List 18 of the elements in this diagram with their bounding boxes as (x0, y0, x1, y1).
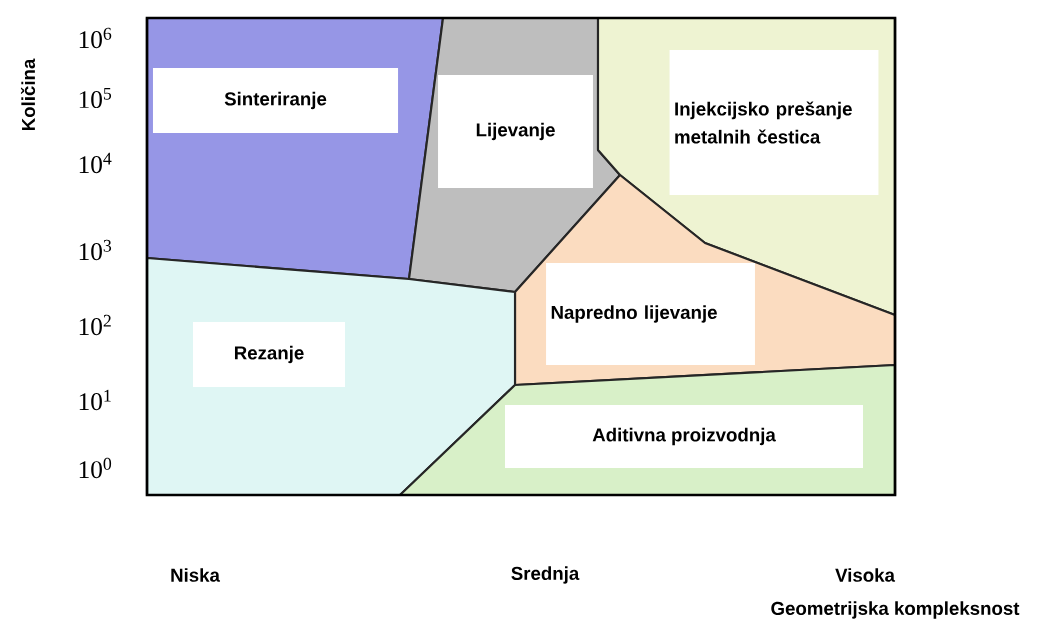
category-label: Niska (171, 568, 220, 582)
region-label: Napredno lijevanje (546, 263, 755, 365)
tick-label: 10$^{2}$ (79, 314, 111, 336)
region-label: Injekcijsko prešanje metalnih čestica (669, 49, 879, 196)
tick-label: 10$^{3}$ (79, 239, 112, 261)
region-label: Sinteriranje (152, 67, 399, 134)
tick-label: 10$^{4}$ (79, 152, 112, 174)
region-label: Aditivna proizvodnja (505, 405, 863, 468)
tick-label: 10$^{0}$ (79, 457, 112, 479)
tick-label: 10$^{1}$ (79, 389, 111, 411)
tick-label: 10$^{5}$ (79, 87, 112, 109)
axis-title: Količina (20, 58, 36, 131)
category-label: Srednja (511, 566, 580, 584)
category-label: Visoka (835, 568, 896, 582)
axis-title: Geometrijska kompleksnost (771, 601, 1020, 619)
region-label: Rezanje (193, 321, 345, 388)
tick-label: 10$^{6}$ (79, 27, 112, 49)
region-label: Lijevanje (438, 74, 593, 189)
